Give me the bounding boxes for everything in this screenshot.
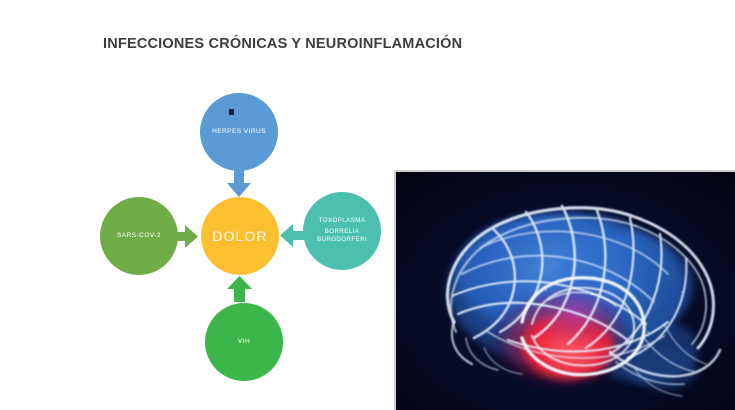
diagram-node-dolor-label: DOLOR [212, 227, 268, 244]
brain-svg [396, 172, 735, 410]
diagram-node-toxoplasma-label-line-2: BORRELIA [324, 228, 360, 236]
infection-pain-diagram: HERPES VIRUS SARS-COV-2 DOLOR TOXOPLASMA… [100, 93, 381, 381]
mouse-cursor-icon [229, 109, 234, 115]
diagram-node-toxoplasma-borrelia[interactable]: TOXOPLASMA BORRELIA BURGDORFERI [303, 192, 381, 270]
arrow-right-icon [172, 223, 199, 250]
arrow-left-icon [279, 222, 306, 249]
diagram-node-herpes-virus-label: HERPES VIRUS [212, 127, 266, 135]
arrow-up-icon [226, 276, 253, 303]
slide-title: INFECCIONES CRÓNICAS Y NEUROINFLAMACIÓN [103, 36, 463, 52]
diagram-node-toxoplasma-label-line-3: BURGDORFERI [316, 236, 368, 244]
diagram-node-sars-cov-2[interactable]: SARS-COV-2 [100, 197, 178, 275]
brain-illustration [394, 170, 735, 410]
arrow-down-icon [225, 170, 253, 198]
diagram-node-sars-cov-2-label: SARS-COV-2 [117, 231, 161, 239]
diagram-node-vih-label: VIH [237, 337, 251, 345]
diagram-node-vih[interactable]: VIH [205, 303, 283, 381]
diagram-node-herpes-virus[interactable]: HERPES VIRUS [200, 93, 278, 171]
diagram-node-dolor[interactable]: DOLOR [201, 197, 279, 275]
diagram-node-toxoplasma-label-line-1: TOXOPLASMA [318, 217, 366, 225]
